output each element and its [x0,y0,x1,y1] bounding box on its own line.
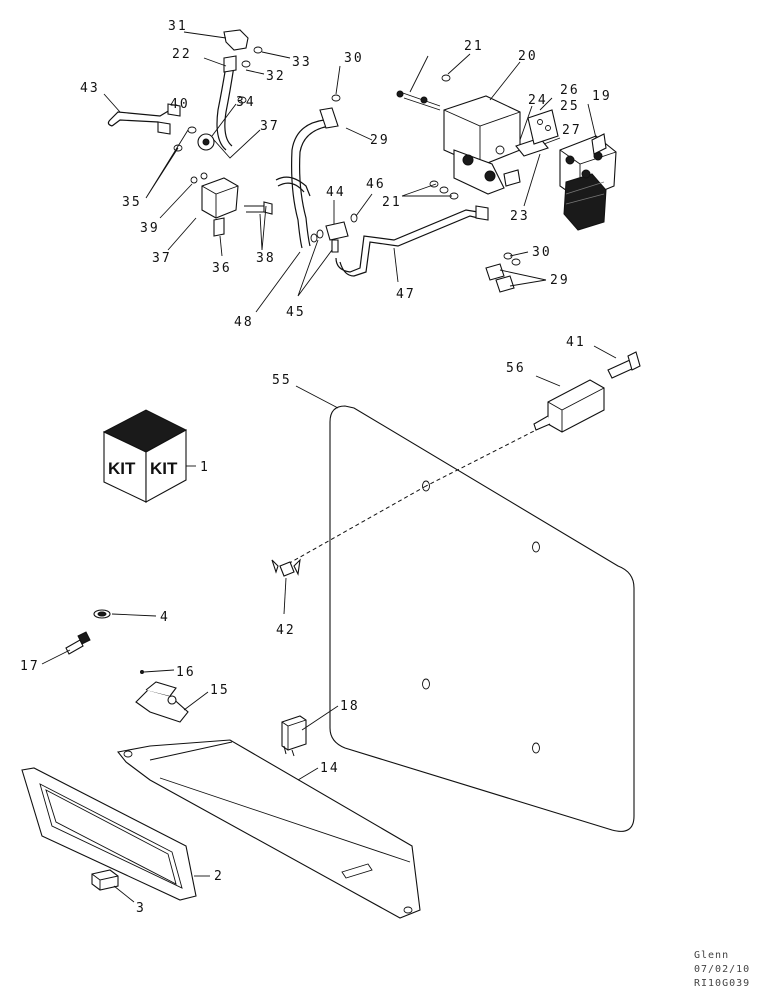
callout-38: 38 [256,251,276,266]
small-block [91,869,119,891]
callout-20: 20 [518,49,538,64]
wing-nut [271,558,301,577]
callout-15: 15 [210,683,230,698]
callout-30-top: 30 [344,51,364,66]
tube-fitting [157,103,181,135]
relay [281,715,307,757]
window-frame [21,767,197,901]
return-hose [291,119,331,249]
callout-46: 46 [366,177,386,192]
valve-block [201,177,239,237]
tee-fitting [197,133,215,151]
callout-2: 2 [214,869,224,884]
callout-48: 48 [234,315,254,330]
callout-32: 32 [266,69,286,84]
callout-21-top: 21 [464,39,484,54]
callout-27: 27 [562,123,582,138]
callout-1: 1 [200,460,210,475]
leader-lines [41,31,617,903]
callout-4: 4 [160,610,170,625]
callout-34: 34 [236,95,256,110]
callout-47: 47 [396,287,416,302]
plate-hole-dashed-line [285,427,541,566]
fitting-pair [485,252,521,293]
callout-35: 35 [122,195,142,210]
callout-22: 22 [172,47,192,62]
callout-39: 39 [140,221,160,236]
adapter-fitting [325,221,349,253]
washer [93,609,111,619]
callout-56: 56 [506,361,526,376]
callout-19: 19 [592,89,612,104]
stamp-author: Glenn [694,950,729,961]
kit-box: KIT KIT [102,409,188,503]
callout-37-top: 37 [260,119,280,134]
callout-24: 24 [528,93,548,108]
steel-tube [335,209,479,277]
callout-21-bottom: 21 [382,195,402,210]
callout-3: 3 [136,901,146,916]
callout-42: 42 [276,623,296,638]
bolt [65,631,91,655]
stamp-drawing-id: RI10G039 [694,978,750,989]
callout-29-right: 29 [550,273,570,288]
cover-plate [527,109,559,145]
callout-30-right: 30 [532,245,552,260]
stamp-date: 07/02/10 [694,964,750,975]
callout-40: 40 [170,97,190,112]
kit-label-right: KIT [150,459,178,478]
elbow-fitting [223,29,263,54]
callout-16: 16 [176,665,196,680]
callout-33: 33 [292,55,312,70]
steering-unit [559,133,617,231]
callout-55: 55 [272,373,292,388]
callout-41: 41 [566,335,586,350]
callout-31: 31 [168,19,188,34]
standoff-spacer [533,379,605,433]
kit-label-left: KIT [108,459,136,478]
callout-14: 14 [320,761,340,776]
hose [216,65,235,151]
latch-bracket [135,681,189,723]
mounting-plate [329,405,635,832]
callout-44: 44 [326,185,346,200]
tray-cover [116,739,421,919]
pin [140,670,144,674]
callout-26: 26 [560,83,580,98]
callout-18: 18 [340,699,360,714]
callout-numbers: 31 33 22 32 43 30 40 34 37 35 39 37 36 3… [20,19,612,916]
callout-37-bottom: 37 [152,251,172,266]
drawing-stamp: Glenn 07/02/10 RI10G039 [694,950,750,989]
control-valve [396,90,521,195]
callout-25: 25 [560,99,580,114]
callout-36: 36 [212,261,232,276]
callout-23: 23 [510,209,530,224]
callout-45: 45 [286,305,306,320]
cap-screw [607,351,641,379]
callout-29-top: 29 [370,133,390,148]
callout-17: 17 [20,659,40,674]
callout-43: 43 [80,81,100,96]
